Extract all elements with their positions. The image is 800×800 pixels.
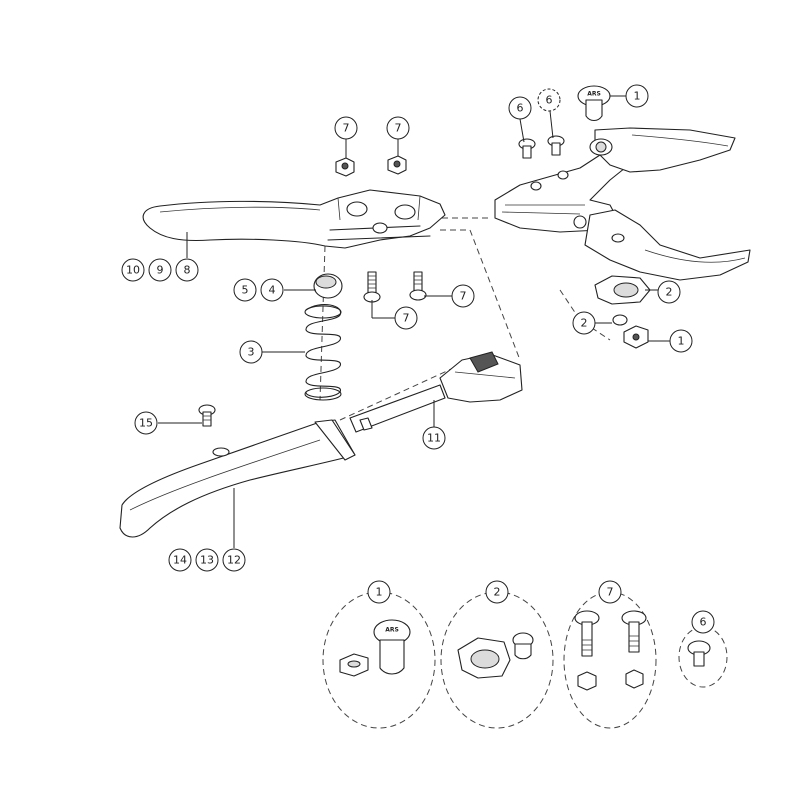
callout-7-right: 7 [451,284,475,308]
callout-15: 15 [134,411,158,435]
spring-cap [313,273,343,299]
callout-14: 14 [168,548,192,572]
callout-8: 8 [175,258,199,282]
callout-10: 10 [121,258,145,282]
callout-3: 3 [239,340,263,364]
branded-bolt-top: ARS [577,85,611,122]
handle-screw [198,404,216,427]
kit-callout-6: 6 [691,610,715,634]
brand-logo-text: ARS [587,91,601,98]
svg-text:15: 15 [139,417,153,430]
svg-text:7: 7 [403,312,410,325]
svg-text:7: 7 [460,290,467,303]
kit-callout-2: 2 [485,580,509,604]
svg-text:7: 7 [343,122,350,135]
callout-11: 11 [422,426,446,450]
svg-text:2: 2 [494,586,501,599]
lower-handle [119,419,356,538]
svg-text:6: 6 [546,94,553,107]
right-washer-nut [594,275,651,349]
leader-lines [158,95,670,548]
svg-text:1: 1 [634,90,641,103]
svg-text:8: 8 [184,264,191,277]
callout-13: 13 [195,548,219,572]
svg-text:1: 1 [376,586,383,599]
callout-4: 4 [260,278,284,302]
svg-text:5: 5 [242,284,249,297]
top-nuts [335,155,407,177]
callout-7-top-right: 7 [386,116,410,140]
callout-2-washer: 2 [657,280,681,304]
assembly-guide-lines [319,217,611,421]
callout-5: 5 [233,278,257,302]
callout-7-lower: 7 [394,306,418,330]
callout-9: 9 [148,258,172,282]
callout-6-solid: 6 [508,96,532,120]
top-screws [518,135,565,159]
callout-12: 12 [222,548,246,572]
svg-text:7: 7 [607,586,614,599]
kit-6-group [678,626,728,688]
svg-text:6: 6 [517,102,524,115]
svg-text:2: 2 [581,317,588,330]
svg-text:14: 14 [173,554,187,567]
svg-text:12: 12 [227,554,241,567]
spring [304,304,342,401]
svg-text:9: 9 [157,264,164,277]
svg-text:4: 4 [269,284,276,297]
callout-1-nut: 1 [669,329,693,353]
blade-assembly [494,127,751,281]
svg-text:13: 13 [200,554,214,567]
mid-bolts [363,271,427,303]
kit-7-group [563,591,657,729]
callout-6-dashed: 6 [537,88,561,112]
kit-brand-logo-text: ARS [385,627,399,634]
svg-text:3: 3 [248,346,255,359]
kit-callout-7: 7 [598,580,622,604]
kit-2-group [440,591,554,729]
svg-text:2: 2 [666,286,673,299]
kit-1-group: ARS [322,591,436,729]
svg-text:11: 11 [427,432,441,445]
upper-handle [142,189,446,249]
svg-text:1: 1 [678,335,685,348]
spindle [349,351,523,433]
kit-callout-1: 1 [367,580,391,604]
svg-text:6: 6 [700,616,707,629]
svg-text:10: 10 [126,264,140,277]
callout-7-top-left: 7 [334,116,358,140]
callout-1-top: 1 [625,84,649,108]
callout-2-screw: 2 [572,311,596,335]
svg-text:7: 7 [395,122,402,135]
